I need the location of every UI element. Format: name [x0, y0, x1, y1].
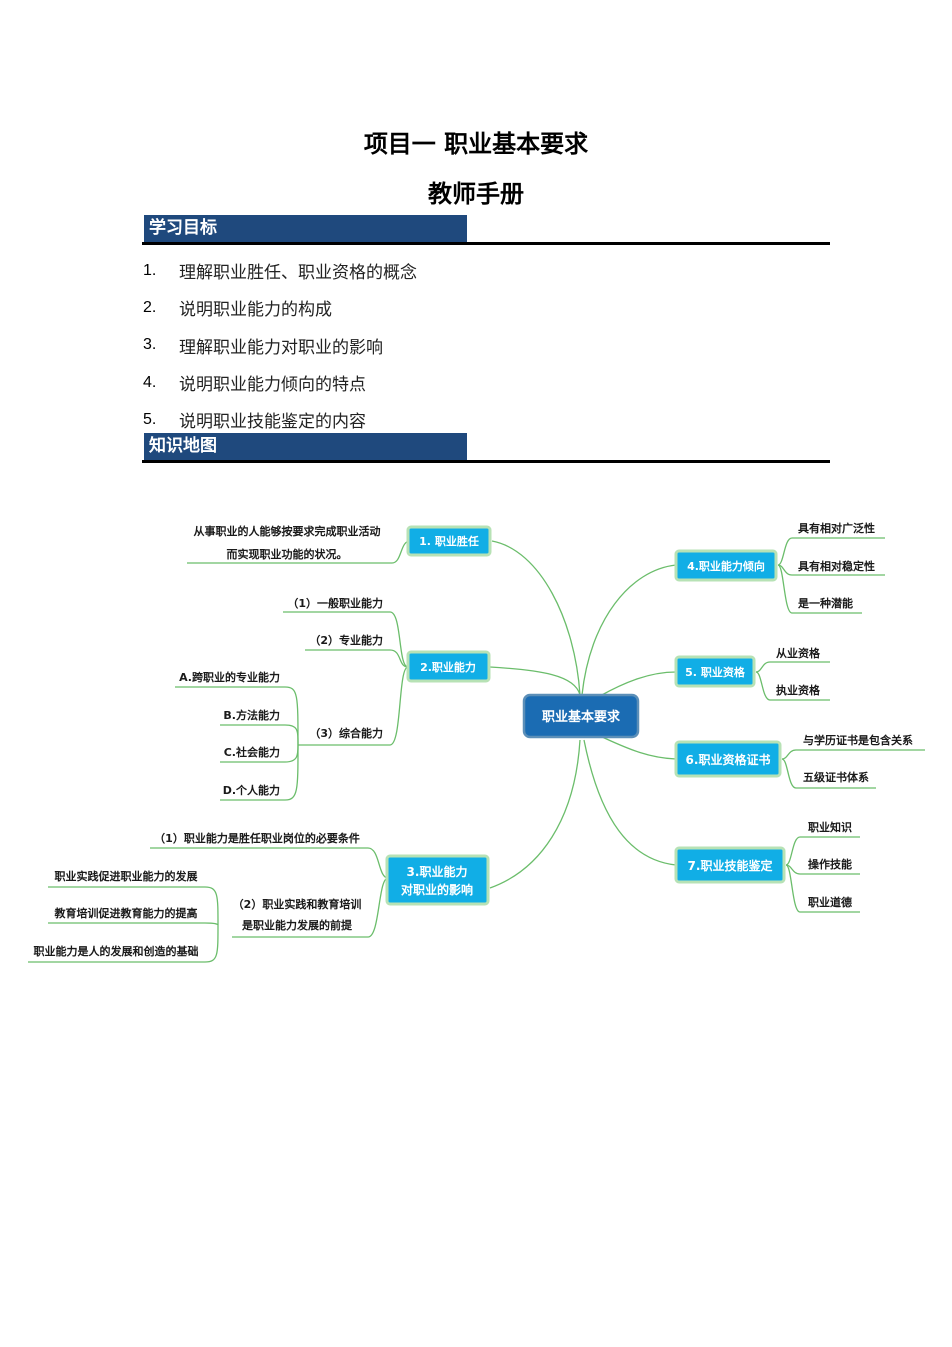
node-2-label: 2.职业能力: [420, 660, 476, 674]
node-3-label-line1: 3.职业能力: [407, 864, 468, 879]
node-3-sub-a: 职业实践促进职业能力的发展: [55, 869, 199, 883]
node-3-sub-c: 职业能力是人的发展和创造的基础: [34, 944, 199, 958]
node-4: 4.职业能力倾向: [674, 549, 778, 582]
link-n4-c3: [777, 564, 862, 614]
node-3-label-line2: 对职业的影响: [401, 882, 473, 897]
link-n2-c1: [283, 611, 409, 668]
node-6-child-2: 五级证书体系: [803, 770, 869, 784]
center-node-label: 职业基本要求: [542, 709, 621, 725]
page-title: 项目一 职业基本要求: [363, 129, 589, 158]
link-n3c2-c: [28, 924, 219, 963]
goal-item: 3. 理解职业能力对职业的影响: [143, 327, 417, 364]
link-center-n6: [599, 735, 677, 760]
link-n5-c2: [755, 671, 830, 701]
goal-text: 说明职业能力倾向的特点: [179, 375, 366, 396]
node-7-child-1: 职业知识: [808, 820, 852, 834]
link-center-n1: [491, 540, 581, 696]
link-c3-a: [175, 686, 299, 746]
link-center-n5: [599, 671, 677, 697]
node-2-sub-a: A.跨职业的专业能力: [179, 670, 280, 684]
node-2-child-general: （1）一般职业能力: [287, 596, 383, 610]
link-n5-c1: [755, 661, 830, 673]
goal-item: 2. 说明职业能力的构成: [143, 289, 417, 326]
node-2-sub-d: D.个人能力: [223, 783, 280, 797]
link-n7-c1: [785, 836, 860, 866]
goal-text: 理解职业胜任、职业资格的概念: [179, 263, 417, 284]
node-5-label: 5. 职业资格: [685, 665, 746, 679]
link-n3c2-a: [48, 886, 219, 926]
node-2-child-comprehensive: （3）综合能力: [309, 726, 383, 740]
link-c3-d: [220, 744, 299, 801]
node-6-child-1: 与学历证书是包含关系: [803, 733, 913, 747]
link-n7-c3: [785, 864, 860, 913]
node-1: 1. 职业胜任: [406, 525, 492, 557]
link-n4-c1: [777, 537, 885, 566]
link-center-n4: [581, 564, 677, 696]
node-1-label: 1. 职业胜任: [419, 534, 479, 548]
node-7-child-3: 职业道德: [808, 895, 852, 909]
goal-number: 1.: [143, 261, 157, 279]
goals-list: 1. 理解职业胜任、职业资格的概念 2. 说明职业能力的构成 3. 理解职业能力对职业…: [143, 252, 417, 438]
node-3-child-practice-line2: 是职业能力发展的前提: [241, 918, 353, 932]
knowledge-mindmap: 职业基本要求 1. 职业胜任 从事职业的人能够按要求完成职业活动 而实现职业功能…: [28, 521, 925, 963]
node-1-definition-line1: 从事职业的人能够按要求完成职业活动: [194, 524, 381, 538]
node-4-child-1: 具有相对广泛性: [798, 521, 875, 535]
node-2-sub-b: B.方法能力: [223, 708, 280, 722]
center-node: 职业基本要求: [522, 693, 640, 739]
goal-item: 4. 说明职业能力倾向的特点: [143, 364, 417, 401]
node-2-sub-c: C.社会能力: [224, 745, 280, 759]
link-center-n2: [489, 666, 581, 696]
node-5-child-1: 从业资格: [776, 646, 821, 660]
map-section-label: 知识地图: [144, 433, 467, 460]
goals-section-header: 学习目标: [142, 215, 830, 245]
mindmap-connectors: [28, 537, 925, 963]
link-n3-c1: [150, 847, 389, 879]
link-center-n7: [583, 739, 677, 866]
goal-number: 4.: [143, 373, 157, 391]
node-7-child-2: 操作技能: [808, 857, 852, 871]
node-3-child-condition: （1）职业能力是胜任职业岗位的必要条件: [154, 831, 360, 845]
goal-number: 3.: [143, 336, 157, 354]
node-4-child-2: 具有相对稳定性: [798, 559, 875, 573]
goal-text: 说明职业技能鉴定的内容: [179, 412, 366, 433]
node-5: 5. 职业资格: [674, 655, 756, 688]
link-n6-c2: [781, 758, 876, 789]
node-7-label: 7.职业技能鉴定: [688, 858, 773, 873]
goal-item: 5. 说明职业技能鉴定的内容: [143, 401, 417, 438]
link-n6-c1: [781, 749, 925, 760]
link-center-n3: [489, 739, 581, 889]
node-2-child-professional: （2）专业能力: [309, 633, 383, 647]
node-4-label: 4.职业能力倾向: [687, 559, 765, 573]
node-2: 2.职业能力: [406, 650, 491, 683]
section-rule: [142, 242, 830, 245]
node-1-definition-line2: 而实现职业功能的状况。: [227, 547, 348, 561]
node-4-child-3: 是一种潜能: [797, 596, 853, 610]
link-n2-c2: [305, 649, 409, 668]
section-rule: [142, 460, 830, 463]
node-3-child-practice-line1: （2）职业实践和教育培训: [233, 897, 362, 911]
goals-section-label: 学习目标: [144, 215, 467, 242]
page-subtitle: 教师手册: [428, 179, 524, 208]
goal-text: 说明职业能力的构成: [179, 300, 332, 321]
node-5-child-2: 执业资格: [776, 683, 821, 697]
goal-item: 1. 理解职业胜任、职业资格的概念: [143, 252, 417, 289]
node-3-sub-b: 教育培训促进教育能力的提高: [54, 906, 198, 920]
node-3: 3.职业能力 对职业的影响: [385, 854, 490, 906]
node-6: 6.职业资格证书: [674, 740, 782, 778]
link-n3-c2: [232, 877, 389, 938]
link-n2-c3: [298, 666, 409, 746]
goal-number: 5.: [143, 410, 157, 428]
goal-text: 理解职业能力对职业的影响: [179, 337, 383, 358]
link-c3-b: [220, 724, 299, 746]
goal-number: 2.: [143, 298, 157, 316]
node-7: 7.职业技能鉴定: [674, 846, 786, 884]
map-section-header: 知识地图: [142, 433, 830, 463]
node-6-label: 6.职业资格证书: [686, 752, 771, 767]
link-n3c2-b: [48, 922, 219, 926]
